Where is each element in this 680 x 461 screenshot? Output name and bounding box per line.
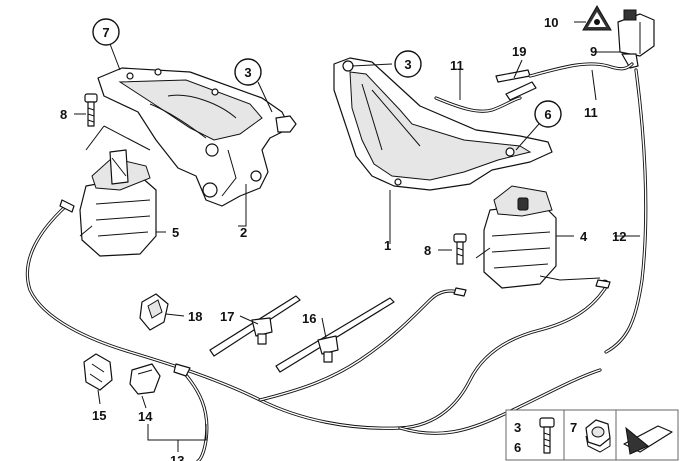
engine-support-bracket [97, 67, 292, 207]
callout-8-right: 8 [424, 243, 431, 258]
callout-3-right: 3 [394, 50, 422, 78]
callout-10: 10 [544, 15, 558, 30]
engine-mount-left [79, 149, 157, 257]
engine-mount-right [475, 185, 601, 289]
solenoid-valve [617, 9, 655, 69]
svg-text:3: 3 [244, 65, 251, 80]
callout-19: 19 [512, 44, 526, 59]
leader-lines [74, 21, 640, 452]
callout-7: 7 [92, 18, 120, 46]
callout-13: 13 [170, 453, 184, 461]
vacuum-hoses [25, 62, 648, 461]
cable-tie-16 [275, 297, 395, 373]
callout-5: 5 [172, 225, 179, 240]
callout-3-left: 3 [234, 58, 262, 86]
hose-fittings [59, 199, 611, 377]
legend-label-6: 6 [514, 440, 521, 455]
callout-4: 4 [580, 229, 588, 244]
callout-9: 9 [590, 44, 597, 59]
bolt-right [453, 233, 467, 265]
callout-14: 14 [138, 409, 153, 424]
callout-11-right: 11 [584, 105, 598, 120]
support-plate [333, 57, 553, 191]
callout-8-left: 8 [60, 107, 67, 122]
nut-left [275, 115, 297, 133]
svg-text:6: 6 [544, 107, 551, 122]
grommet-14 [129, 363, 161, 395]
callout-6: 6 [534, 100, 562, 128]
legend-arrow-icon [623, 425, 673, 455]
callout-17: 17 [220, 309, 234, 324]
hose-clamp-15 [83, 353, 113, 391]
legend-label-3: 3 [514, 420, 521, 435]
legend-bolt-icon [539, 417, 555, 454]
cable-tie-17 [209, 295, 301, 357]
bolt-left [84, 93, 98, 127]
svg-text:3: 3 [404, 57, 411, 72]
callout-12: 12 [612, 229, 626, 244]
svg-text:7: 7 [102, 25, 109, 40]
callout-1: 1 [384, 238, 391, 253]
callout-15: 15 [92, 408, 106, 423]
legend-nut-icon [585, 419, 611, 453]
callout-2: 2 [240, 225, 247, 240]
callout-18: 18 [188, 309, 202, 324]
warning-triangle-icon [582, 5, 612, 31]
legend-box: 3 6 7 [505, 409, 679, 461]
legend-label-7: 7 [570, 420, 577, 435]
callout-16: 16 [302, 311, 316, 326]
hose-clip-18 [139, 293, 169, 331]
callout-11-left: 11 [450, 58, 464, 73]
